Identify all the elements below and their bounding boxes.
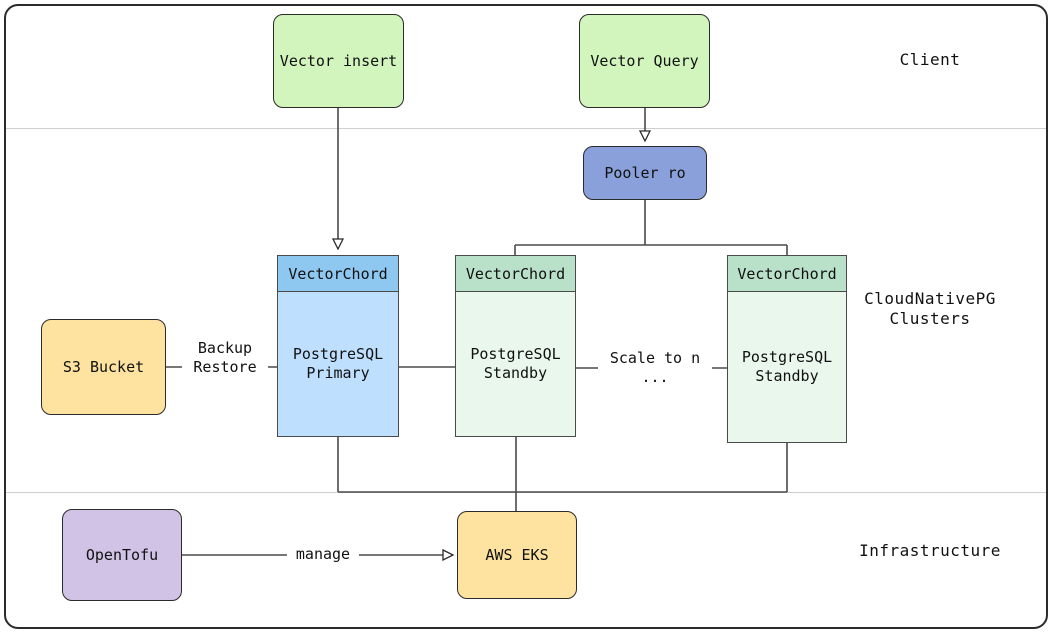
lane-label-clusters: CloudNativePG Clusters xyxy=(864,289,996,328)
node-opentofu[interactable]: OpenTofu xyxy=(62,509,182,601)
node-vector-query[interactable]: Vector Query xyxy=(579,14,710,108)
db-standby-n-body: PostgreSQL Standby xyxy=(728,292,846,442)
lane-divider-client-clusters xyxy=(6,128,1046,129)
node-vector-insert[interactable]: Vector insert xyxy=(273,14,404,108)
edge-label-manage: manage xyxy=(287,545,359,564)
db-primary-body: PostgreSQL Primary xyxy=(278,292,398,436)
node-pooler-ro[interactable]: Pooler ro xyxy=(583,146,707,200)
edge-label-backup-restore: Backup Restore xyxy=(182,339,268,377)
edge-label-scale-to-n: Scale to n ... xyxy=(598,349,712,387)
db-standby-1-body: PostgreSQL Standby xyxy=(456,292,575,436)
node-db-standby-1[interactable]: VectorChord PostgreSQL Standby xyxy=(455,255,576,437)
node-db-primary[interactable]: VectorChord PostgreSQL Primary xyxy=(277,255,399,437)
node-s3-bucket[interactable]: S3 Bucket xyxy=(41,319,166,415)
node-db-standby-n[interactable]: VectorChord PostgreSQL Standby xyxy=(727,255,847,443)
node-aws-eks[interactable]: AWS EKS xyxy=(457,511,577,599)
db-standby-n-header: VectorChord xyxy=(728,256,846,292)
lane-label-infrastructure: Infrastructure xyxy=(859,541,1001,560)
db-standby-1-header: VectorChord xyxy=(456,256,575,292)
db-primary-header: VectorChord xyxy=(278,256,398,292)
lane-label-client: Client xyxy=(899,50,961,69)
